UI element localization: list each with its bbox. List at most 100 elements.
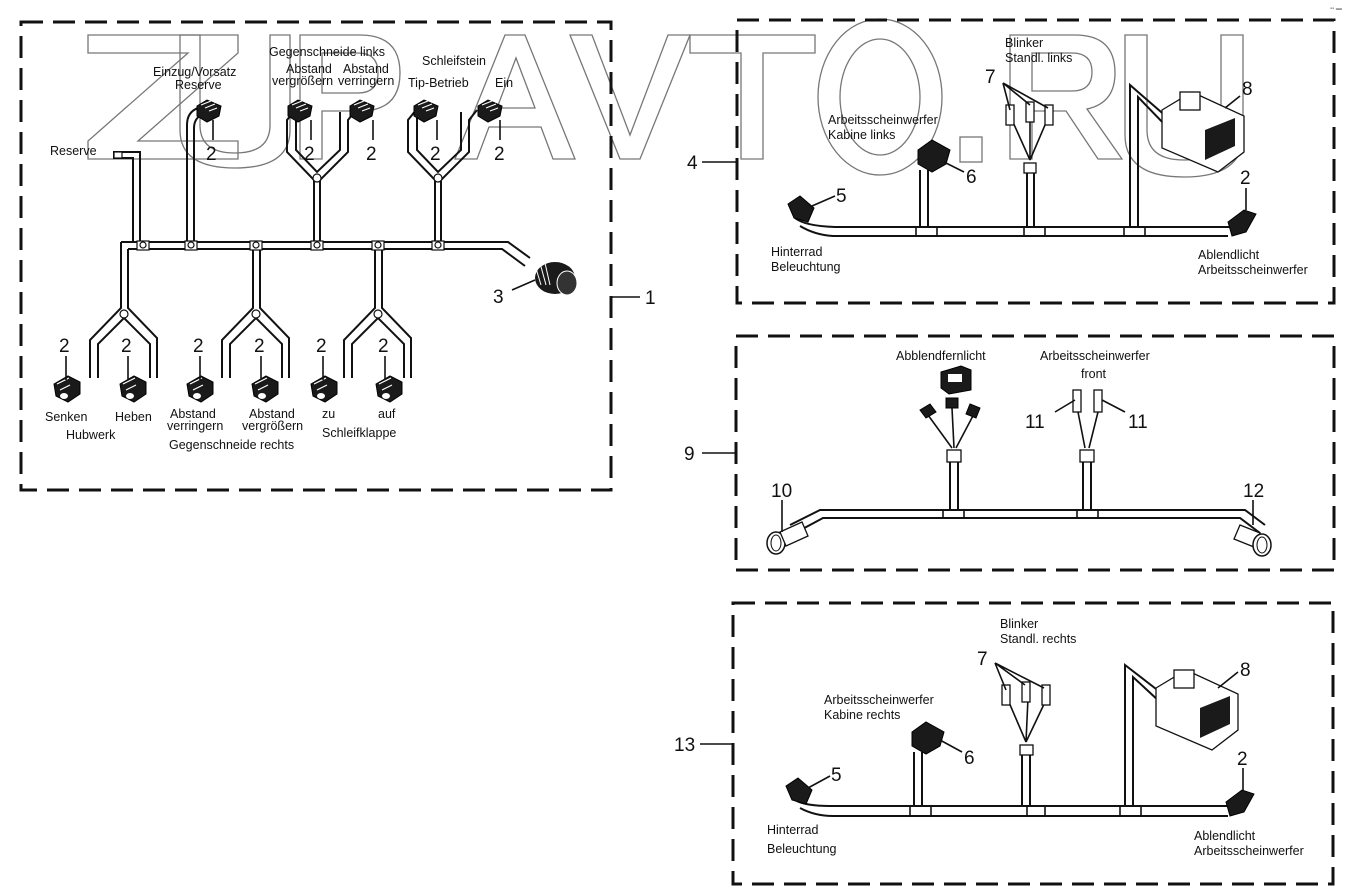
label-verringern: verringern <box>338 74 394 88</box>
terminal <box>919 403 937 419</box>
callout-2: 2 <box>494 144 505 165</box>
label-ein: Ein <box>495 76 513 90</box>
connector-einzug <box>196 99 222 123</box>
terminal <box>945 397 959 409</box>
harness-group-1: 1 <box>19 20 656 492</box>
bottom-connectors <box>53 375 403 403</box>
callout-5: 5 <box>831 765 842 786</box>
round-connector-12 <box>1233 524 1272 557</box>
corner-mark: ▪▪ ▬ <box>1330 6 1342 12</box>
label-abstand: Abstand <box>249 407 295 421</box>
callout-11: 11 <box>1128 412 1148 433</box>
connector-abblend <box>940 365 972 395</box>
callout-2: 2 <box>121 336 132 357</box>
label-reserve: Reserve <box>50 144 97 158</box>
label-arbeitsscheinwerfer-2: Arbeitsscheinwerfer <box>1194 844 1304 858</box>
label-schleifstein: Schleifstein <box>422 54 486 68</box>
connector-2 <box>1227 209 1257 237</box>
label-abblendfernlicht: Abblendfernlicht <box>896 349 986 363</box>
callout-10: 10 <box>771 481 792 502</box>
watermark-letter-v <box>569 34 691 160</box>
harness-group-13: 13 6 7 8 5 <box>674 601 1335 886</box>
connector-zu <box>310 375 338 403</box>
callout-7: 7 <box>977 649 988 670</box>
connector-5 <box>785 777 813 805</box>
watermark <box>87 18 1244 178</box>
watermark-letter-u <box>179 34 291 169</box>
group-9-callout: 9 <box>684 444 695 465</box>
connector-senken <box>53 375 81 403</box>
label-tip-betrieb: Tip-Betrieb <box>408 76 469 90</box>
label-blinker: Blinker <box>1000 617 1038 631</box>
connector-tip-betrieb <box>413 99 439 123</box>
label-einzug-reserve: Reserve <box>175 78 222 92</box>
callout-8: 8 <box>1240 660 1251 681</box>
terminal-7 <box>1001 684 1011 706</box>
label-arbeitsscheinwerfer: Arbeitsscheinwerfer <box>1040 349 1150 363</box>
watermark-letter-r <box>1009 34 1124 160</box>
terminal-7 <box>1025 101 1035 123</box>
label-kabine-links: Kabine links <box>828 128 895 142</box>
callout-8: 8 <box>1242 79 1253 100</box>
label-abstand: Abstand <box>343 62 389 76</box>
connector-6 <box>911 721 945 755</box>
label-vergroessern: vergrößern <box>272 74 333 88</box>
label-beleuchtung: Beleuchtung <box>771 260 841 274</box>
label-hubwerk: Hubwerk <box>66 428 116 442</box>
watermark-letter-a <box>454 34 576 160</box>
label-ablendlicht: Ablendlicht <box>1194 829 1256 843</box>
label-arbeitsscheinwerfer: Arbeitsscheinwerfer <box>828 113 938 127</box>
label-heben: Heben <box>115 410 152 424</box>
connector-auf <box>375 375 403 403</box>
terminal-7 <box>1005 104 1015 126</box>
label-front: front <box>1081 367 1107 381</box>
connector-2 <box>1225 789 1255 817</box>
callout-7: 7 <box>985 67 996 88</box>
label-senken: Senken <box>45 410 87 424</box>
connector-abstand-vergr-r <box>251 375 279 403</box>
callout-2: 2 <box>206 144 217 165</box>
label-hinterrad: Hinterrad <box>771 245 822 259</box>
callout-2: 2 <box>304 144 315 165</box>
connector-abstand-vergr <box>287 99 313 123</box>
watermark-dot <box>959 136 983 163</box>
callout-2: 2 <box>366 144 377 165</box>
label-standl-links: Standl. links <box>1005 51 1072 65</box>
label-ablendlicht: Ablendlicht <box>1198 248 1260 262</box>
callout-2: 2 <box>1237 749 1248 770</box>
label-beleuchtung: Beleuchtung <box>767 842 837 856</box>
connector-8 <box>1155 669 1239 751</box>
terminal-11 <box>1093 389 1103 413</box>
callout-2: 2 <box>193 336 204 357</box>
label-hinterrad: Hinterrad <box>767 823 818 837</box>
group-4-callout: 4 <box>687 153 698 174</box>
label-gegenschneide-rechts: Gegenschneide rechts <box>169 438 294 452</box>
callout-2: 2 <box>59 336 70 357</box>
callout-2: 2 <box>1240 168 1251 189</box>
round-connector-10 <box>766 521 809 555</box>
label-arbeitsscheinwerfer: Arbeitsscheinwerfer <box>824 693 934 707</box>
harness-group-4: 4 6 7 8 5 <box>687 18 1336 305</box>
label-kabine-rechts: Kabine rechts <box>824 708 900 722</box>
connector-5 <box>787 195 815 223</box>
label-abstand: Abstand <box>286 62 332 76</box>
connector-8 <box>1161 91 1245 173</box>
terminal-7 <box>1041 684 1051 706</box>
connector-heben <box>119 375 147 403</box>
callout-2: 2 <box>378 336 389 357</box>
watermark-letter-t <box>689 34 816 160</box>
callout-11: 11 <box>1025 412 1045 433</box>
callout-2: 2 <box>316 336 327 357</box>
label-verringern: verringern <box>167 419 223 433</box>
group-1-frame <box>19 20 613 492</box>
connector-6 <box>917 139 951 173</box>
callout-2: 2 <box>430 144 441 165</box>
label-abstand: Abstand <box>170 407 216 421</box>
connector-abstand-verr <box>349 99 375 123</box>
terminal-7 <box>1021 681 1031 703</box>
group-1-callout: 1 <box>645 288 656 309</box>
label-gegenschneide-links: Gegenschneide links <box>269 45 385 59</box>
label-auf: auf <box>378 407 396 421</box>
label-vergroessern: vergrößern <box>242 419 303 433</box>
